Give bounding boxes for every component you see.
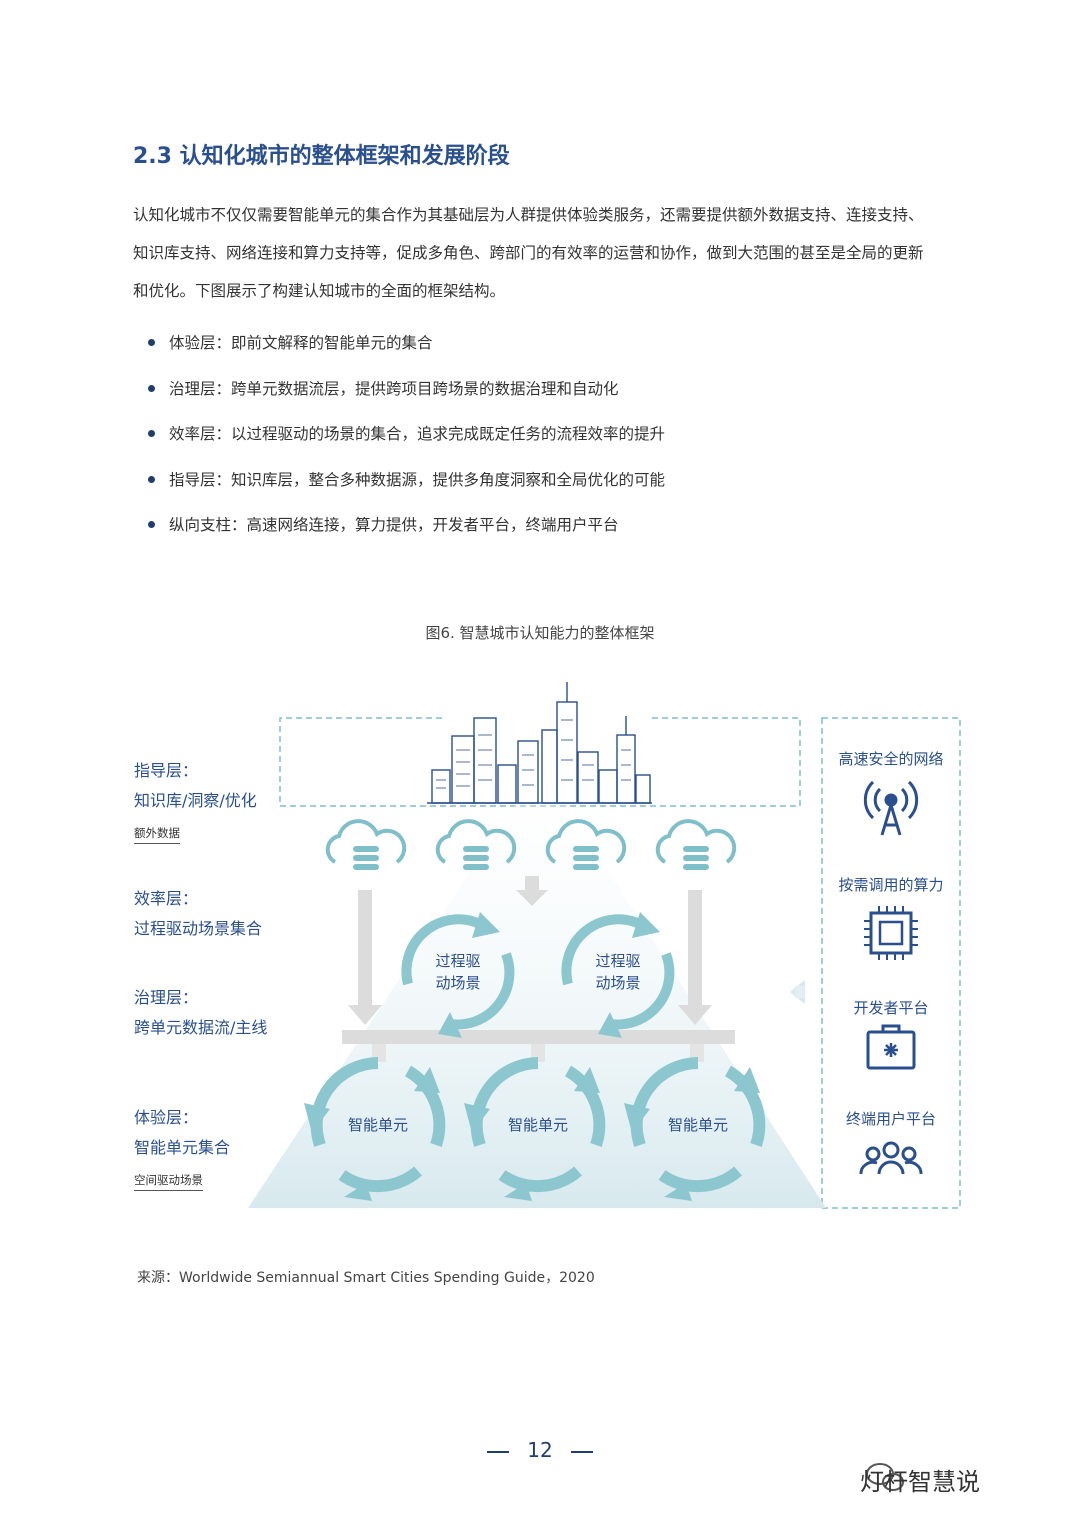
cloud-data-icon <box>545 819 627 870</box>
smart-unit-cycle-icon <box>624 1057 766 1201</box>
watermark-text: 灯杆智慧说 <box>860 1468 980 1496</box>
bullet-item: 体验层：即前文解释的智能单元的集合 <box>148 327 665 373</box>
bullet-text: 体验层：即前文解释的智能单元的集合 <box>169 334 433 352</box>
bullet-text: 治理层：跨单元数据流层，提供跨项目跨场景的数据治理和自动化 <box>169 379 619 398</box>
smart-unit-cycle-icon <box>304 1057 446 1201</box>
bullet-item: 纵向支柱：高速网络连接，算力提供，开发者平台，终端用户平台 <box>148 509 665 555</box>
page-dash <box>487 1450 510 1453</box>
data-flow-arrows <box>348 876 805 1025</box>
intro-paragraph: 认知化城市不仅仅需要智能单元的集合作为其基础层为人群提供体验类服务，还需要提供额… <box>133 196 963 310</box>
intro-line: 认知化城市不仅仅需要智能单元的集合作为其基础层为人群提供体验类服务，还需要提供额… <box>133 206 924 224</box>
bullet-item: 效率层：以过程驱动的场景的集合，追求完成既定任务的流程效率的提升 <box>148 418 665 464</box>
chip-icon <box>864 906 918 960</box>
figure-caption: 图6. 智慧城市认知能力的整体框架 <box>425 624 655 642</box>
cloud-data-icon <box>435 819 517 870</box>
pyramid-background <box>248 766 826 1208</box>
smart-unit-label: 智能单元 <box>347 1116 408 1134</box>
guide-layer-desc: 知识库/洞察/优化 <box>134 791 257 810</box>
bullet-text: 指导层：知识库层，整合多种数据源，提供多角度洞察和全局优化的可能 <box>169 470 666 489</box>
pillar-developer-label: 开发者平台 <box>853 999 929 1017</box>
figure-source: 来源：Worldwide Semiannual Smart Cities Spe… <box>137 1270 595 1286</box>
antenna-icon <box>863 780 919 836</box>
intro-line: 和优化。下图展示了构建认知城市的全面的框架结构。 <box>133 282 506 300</box>
process-cycle-icon <box>561 912 675 1038</box>
city-skyline-icon <box>427 682 652 804</box>
bullet-text: 效率层：以过程驱动的场景的集合，追求完成既定任务的流程效率的提升 <box>169 425 666 443</box>
pillar-box <box>821 717 961 1209</box>
toolbox-icon <box>866 1024 916 1070</box>
page-dash <box>570 1450 593 1453</box>
guide-layer-name: 指导层： <box>134 761 199 780</box>
pillar-compute-label: 按需调用的算力 <box>838 876 944 894</box>
section-title: 2.3 认知化城市的整体框架和发展阶段 <box>133 144 510 169</box>
efficiency-layer-name: 效率层： <box>134 889 199 908</box>
layer-bullet-list: 体验层：即前文解释的智能单元的集合 治理层：跨单元数据流层，提供跨项目跨场景的数… <box>148 327 665 555</box>
data-stream-bar <box>342 1030 735 1044</box>
efficiency-layer-desc: 过程驱动场景集合 <box>134 919 263 938</box>
guide-layer-note: 额外数据 <box>134 825 180 844</box>
experience-layer-name: 体验层： <box>134 1108 199 1127</box>
bullet-item: 治理层：跨单元数据流层，提供跨项目跨场景的数据治理和自动化 <box>148 373 665 419</box>
smart-unit-label: 智能单元 <box>507 1116 568 1134</box>
intro-line: 知识库支持、网络连接和算力支持等，促成多角色、跨部门的有效率的运营和协作，做到大… <box>133 244 924 262</box>
governance-layer-name: 治理层： <box>134 988 199 1007</box>
page-number-text: 12 <box>527 1438 553 1462</box>
page-number: 12 <box>0 1438 1080 1462</box>
experience-layer-desc: 智能单元集合 <box>134 1138 231 1157</box>
bullet-item: 指导层：知识库层，整合多种数据源，提供多角度洞察和全局优化的可能 <box>148 464 665 510</box>
bullet-dot-icon <box>148 521 155 528</box>
governance-layer-desc: 跨单元数据流/主线 <box>134 1018 268 1037</box>
users-icon <box>859 1141 923 1175</box>
process-scene-label: 过程驱 动场景 <box>435 952 481 992</box>
smart-unit-label: 智能单元 <box>667 1116 728 1134</box>
bullet-dot-icon <box>148 384 155 392</box>
wechat-logo-icon <box>866 1463 904 1491</box>
process-cycle-icon <box>401 912 515 1038</box>
pillar-enduser-label: 终端用户平台 <box>845 1110 936 1128</box>
bullet-dot-icon <box>148 339 155 346</box>
bullet-dot-icon <box>148 475 155 483</box>
cloud-data-icon <box>325 819 407 870</box>
bullet-text: 纵向支柱：高速网络连接，算力提供，开发者平台，终端用户平台 <box>169 516 619 534</box>
process-scene-label: 过程驱 动场景 <box>595 952 641 992</box>
smart-unit-cycle-icon <box>464 1057 606 1201</box>
cloud-data-icon <box>655 819 737 870</box>
experience-layer-note: 空间驱动场景 <box>134 1172 203 1191</box>
pillar-network-label: 高速安全的网络 <box>838 750 944 768</box>
bullet-dot-icon <box>148 430 155 437</box>
